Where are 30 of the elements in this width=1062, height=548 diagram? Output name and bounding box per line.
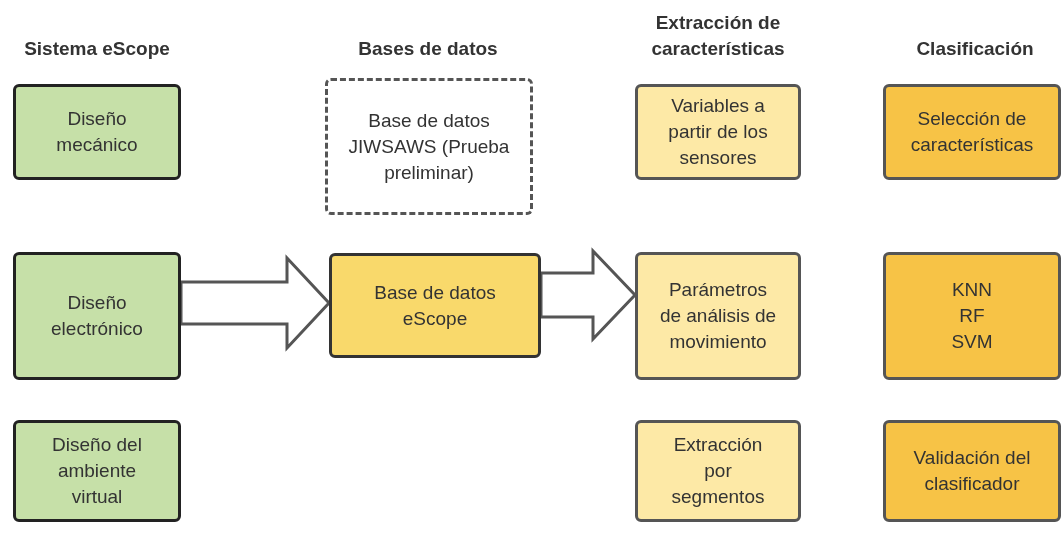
box-text: Diseño del ambiente virtual [51, 433, 143, 509]
process-box [883, 252, 1061, 380]
box-text: KNN [951, 278, 993, 302]
box-text: Extracción por segmentos [670, 433, 766, 509]
box-text: Diseño mecánico [55, 107, 139, 157]
column-heading: Sistema eScope [23, 37, 171, 61]
process-box [635, 252, 801, 380]
process-box [635, 420, 801, 522]
box-text: Validación del clasificador [912, 446, 1032, 496]
column-heading: Bases de datos [357, 37, 499, 61]
block-arrow [539, 247, 638, 343]
process-box [13, 84, 181, 180]
box-text: Base de datos JIWSAWS (Prueba preliminar) [348, 108, 510, 185]
column-heading: Extracción de características [650, 11, 786, 61]
process-box [635, 84, 801, 180]
box-text: SVM [951, 330, 993, 354]
process-box [13, 252, 181, 380]
process-box [325, 78, 533, 215]
process-box [883, 84, 1061, 180]
box-text: Variables a partir de los sensores [667, 94, 769, 170]
process-box [13, 420, 181, 522]
box-text: Parámetros de análisis de movimiento [658, 278, 778, 354]
box-text: Base de datos eScope [373, 280, 497, 331]
box-text: Diseño electrónico [50, 291, 144, 341]
box-text: RF [959, 304, 985, 328]
process-box [329, 253, 541, 358]
column-heading: Clasificación [915, 37, 1035, 61]
block-arrow [179, 254, 332, 352]
process-box [883, 420, 1061, 522]
box-text: Selección de características [909, 107, 1035, 157]
